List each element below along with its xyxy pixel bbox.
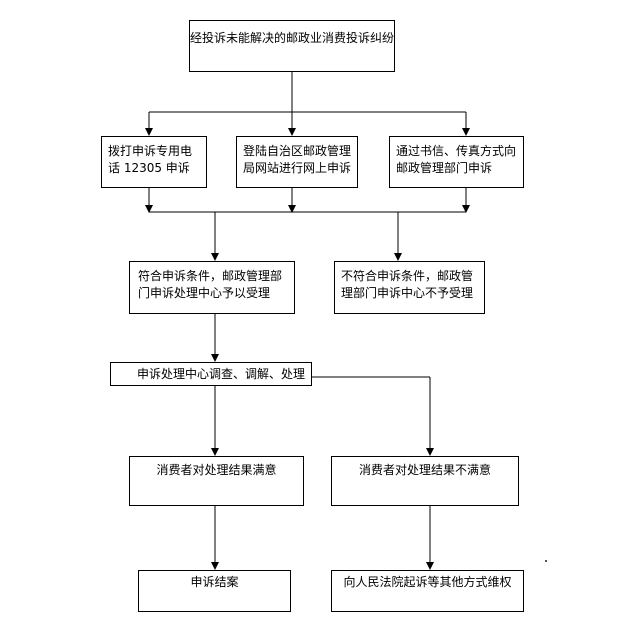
node-court: 向人民法院起诉等其他方式维权 — [331, 570, 524, 612]
node-start-text: 经投诉未能解决的邮政业消费投诉纠纷 — [190, 31, 395, 45]
node-satisfied-text: 消费者对处理结果满意 — [156, 463, 277, 477]
node-phone: 拨打申诉专用电话 12305 申诉 — [101, 136, 207, 188]
node-letter-text: 通过书信、传真方式向邮政管理部门申诉 — [396, 144, 517, 175]
node-online-text: 登陆自治区邮政管理局网站进行网上申诉 — [243, 144, 352, 175]
node-letter: 通过书信、传真方式向邮政管理部门申诉 — [389, 136, 524, 188]
node-unsatisfied-text: 消费者对处理结果不满意 — [358, 463, 491, 477]
node-accepted-text: 符合申诉条件，邮政管理部门申诉处理中心予以受理 — [138, 269, 283, 300]
node-phone-text: 拨打申诉专用电话 12305 申诉 — [108, 144, 193, 175]
stray-dot — [545, 560, 547, 562]
node-court-text: 向人民法院起诉等其他方式维权 — [343, 575, 512, 589]
node-start: 经投诉未能解决的邮政业消费投诉纠纷 — [189, 20, 395, 72]
node-closed: 申诉结案 — [138, 570, 291, 612]
node-satisfied: 消费者对处理结果满意 — [129, 456, 304, 506]
node-rejected-text: 不符合申诉条件，邮政管理部门申诉中心不予受理 — [341, 269, 474, 300]
node-closed-text: 申诉结案 — [190, 575, 239, 589]
node-process-text: 申诉处理中心调查、调解、处理 — [137, 367, 306, 381]
node-process: 申诉处理中心调查、调解、处理 — [110, 362, 312, 386]
node-unsatisfied: 消费者对处理结果不满意 — [331, 456, 519, 506]
node-accepted: 符合申诉条件，邮政管理部门申诉处理中心予以受理 — [129, 261, 295, 314]
node-online: 登陆自治区邮政管理局网站进行网上申诉 — [236, 136, 358, 188]
node-rejected: 不符合申诉条件，邮政管理部门申诉中心不予受理 — [334, 261, 485, 314]
